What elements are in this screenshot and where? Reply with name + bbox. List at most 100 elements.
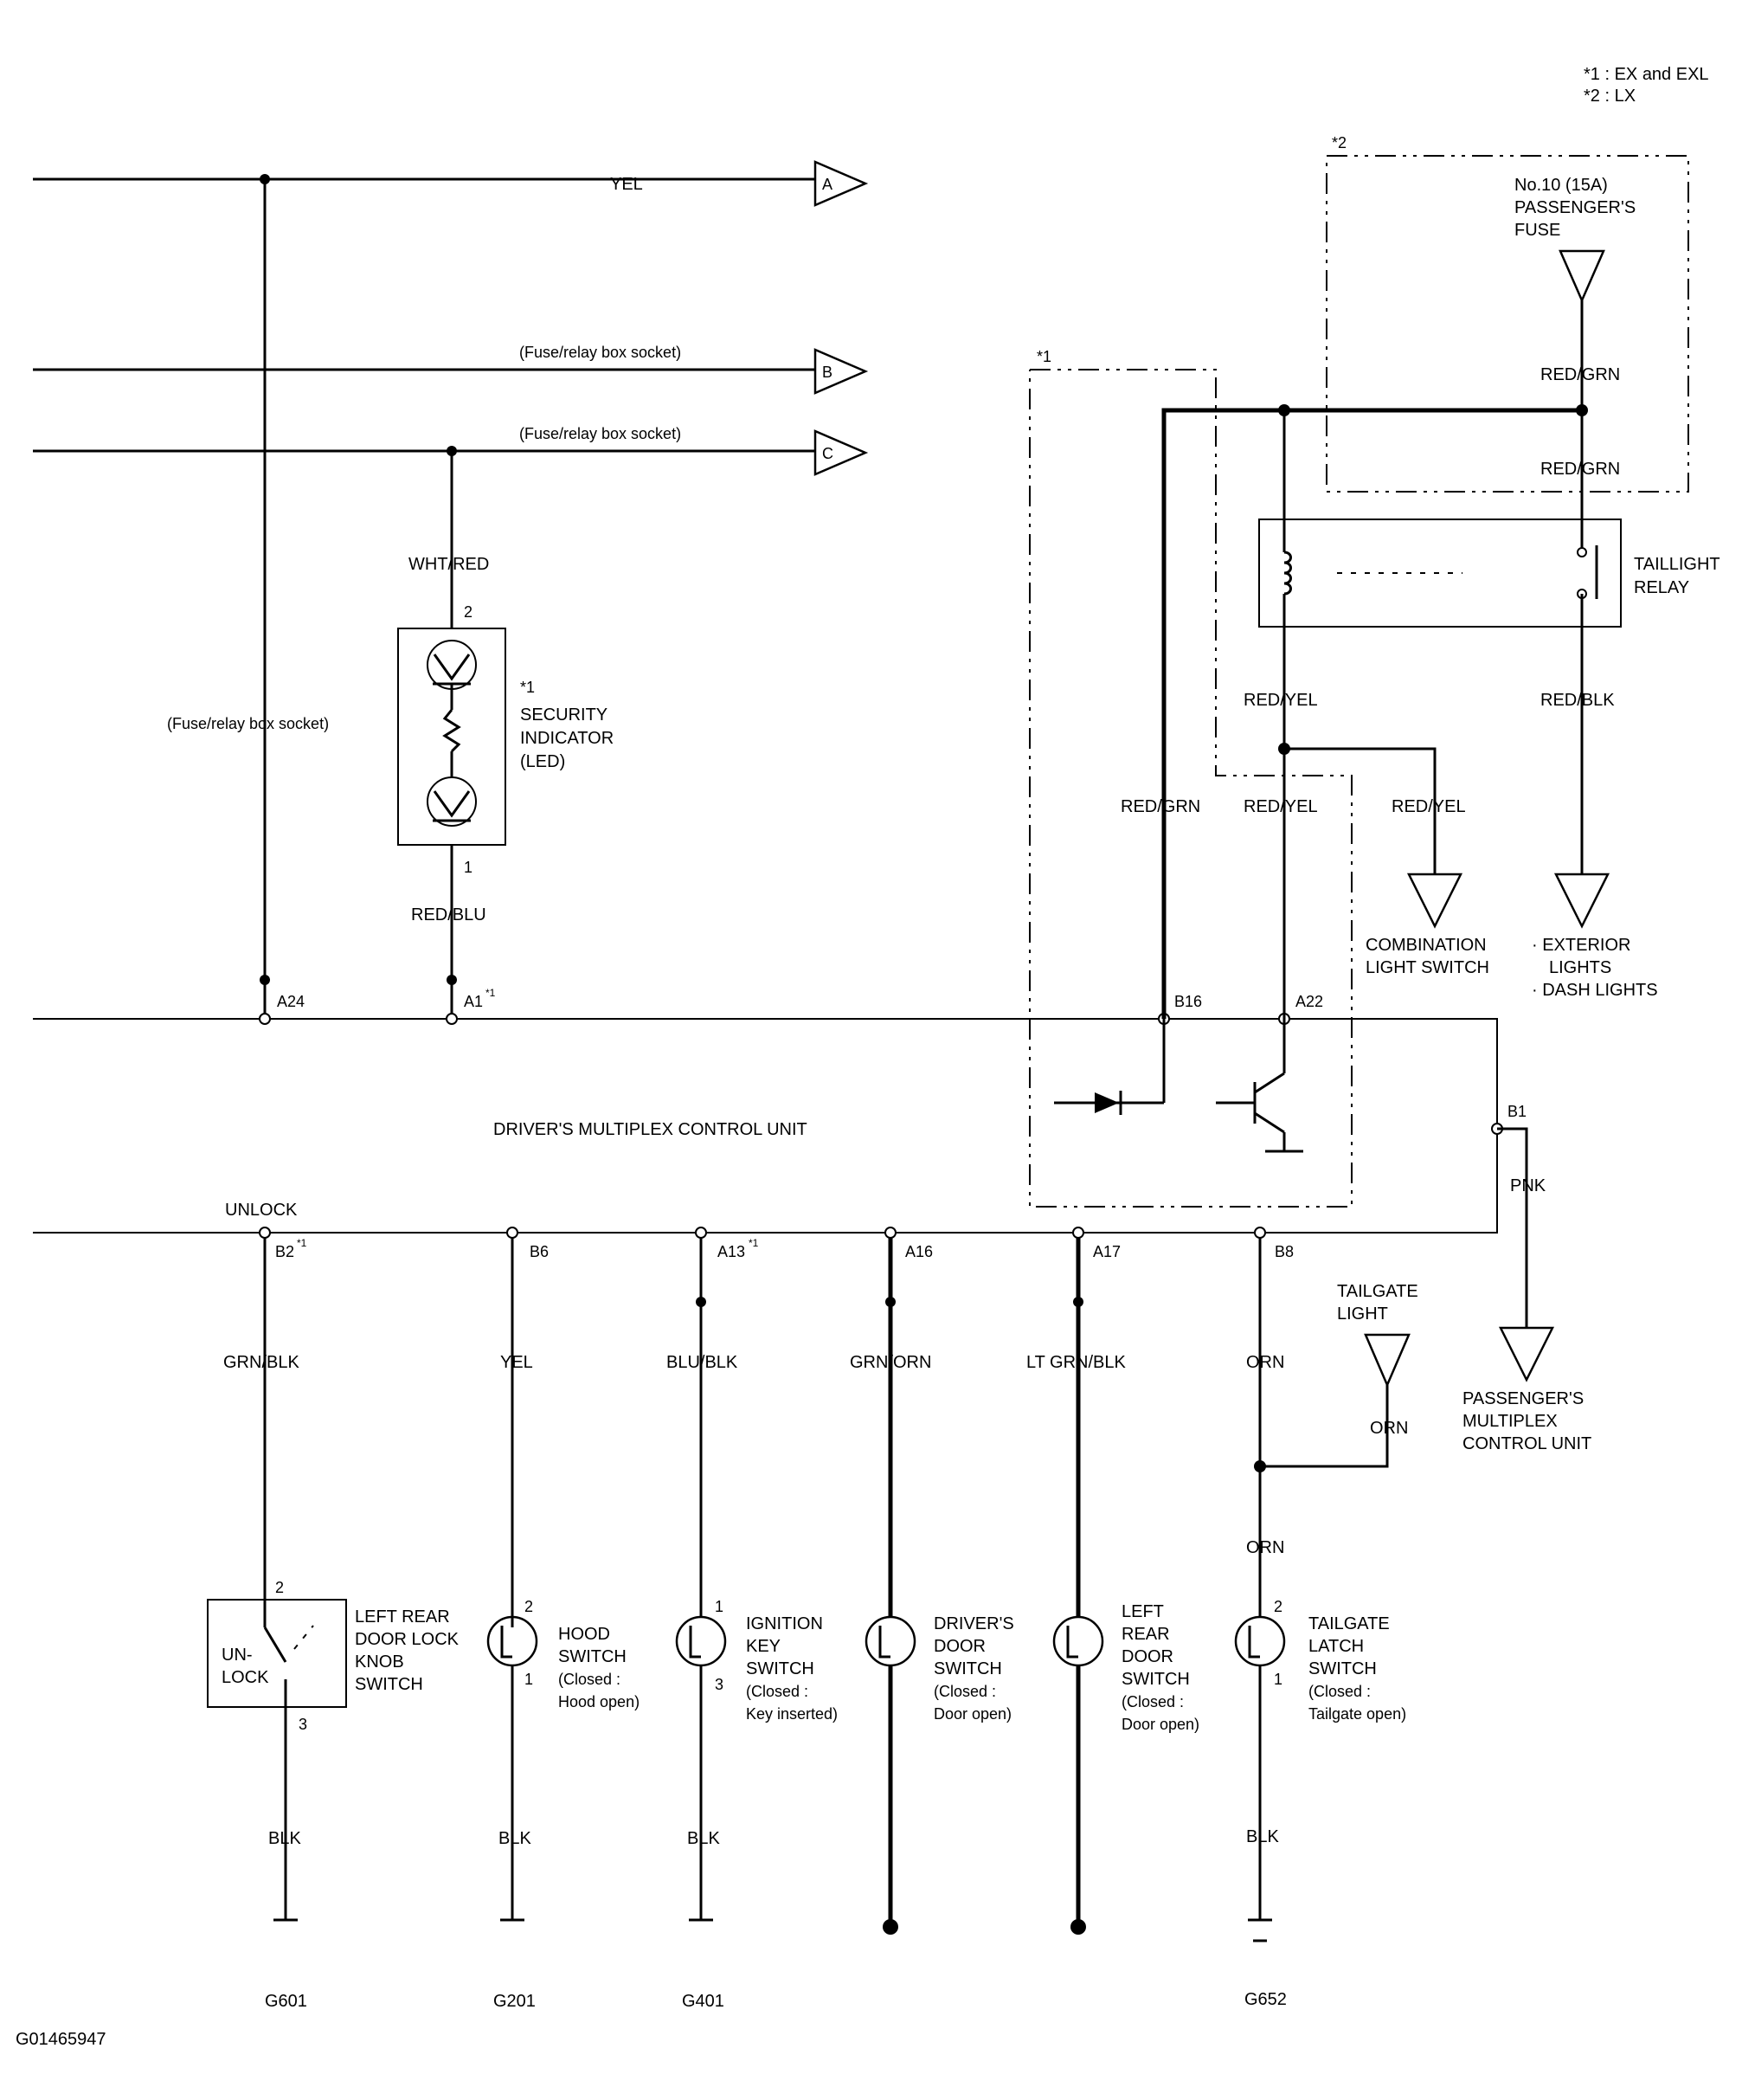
drivers-door-label-5: Door open) bbox=[934, 1705, 1012, 1723]
exterior-label-3: · DASH LIGHTS bbox=[1532, 981, 1658, 1000]
security-indicator-led bbox=[397, 628, 506, 846]
wire-label-fuse-socket-c: (Fuse/relay box socket) bbox=[519, 425, 681, 442]
tailgate-latch-label-1: TAILGATE bbox=[1308, 1614, 1390, 1633]
junction-yel bbox=[260, 174, 270, 184]
left-rear-door-label-3: DOOR bbox=[1122, 1647, 1173, 1666]
wire-label-orn-switch: ORN bbox=[1246, 1538, 1284, 1557]
lock-knob-pin-2: 2 bbox=[275, 1579, 284, 1596]
pin-a13 bbox=[695, 1227, 707, 1239]
junction-bus-fuse bbox=[1576, 404, 1588, 416]
wire-label-yel-top: YEL bbox=[610, 175, 643, 194]
ignition-label-4: (Closed : bbox=[746, 1683, 808, 1700]
pin-label-b8: B8 bbox=[1275, 1243, 1294, 1260]
passenger-unit-arrow bbox=[1498, 1326, 1555, 1382]
wire-red-grn-bus bbox=[1161, 408, 1582, 1019]
drivers-door-label-4: (Closed : bbox=[934, 1683, 996, 1700]
wire-orn-tailgate bbox=[1260, 1385, 1389, 1468]
pin-label-b1: B1 bbox=[1507, 1103, 1527, 1120]
lock-knob-switch bbox=[207, 1599, 347, 1920]
junction-bus-coil bbox=[1278, 404, 1290, 416]
wire-label-yel: YEL bbox=[500, 1353, 533, 1372]
pin-b8 bbox=[1254, 1227, 1266, 1239]
pin-label-a22: A22 bbox=[1295, 993, 1323, 1010]
lock-knob-inner-1: UN- bbox=[222, 1646, 253, 1665]
hood-switch bbox=[486, 1615, 538, 1920]
wire-label-lt-grn-blk: LT GRN/BLK bbox=[1026, 1353, 1127, 1372]
hood-label-2: SWITCH bbox=[558, 1647, 627, 1666]
hood-label-4: Hood open) bbox=[558, 1693, 640, 1710]
connector-b: B bbox=[813, 348, 869, 395]
fuse-label-2: PASSENGER'S bbox=[1514, 198, 1636, 217]
hood-label-3: (Closed : bbox=[558, 1671, 620, 1688]
junction-a13 bbox=[696, 1297, 706, 1307]
region-mark-2: *2 bbox=[1332, 134, 1347, 151]
wire-label-red-yel-a22: RED/YEL bbox=[1244, 797, 1318, 816]
tailgate-latch-label-4: (Closed : bbox=[1308, 1683, 1371, 1700]
combination-label-1: COMBINATION bbox=[1366, 936, 1487, 955]
wire-label-orn-b8: ORN bbox=[1246, 1353, 1284, 1372]
left-rear-door-label-5: (Closed : bbox=[1122, 1693, 1184, 1710]
pin-sup-a1: *1 bbox=[485, 987, 496, 999]
pin-a24 bbox=[259, 1013, 271, 1025]
relay-label-2: RELAY bbox=[1634, 578, 1689, 597]
connector-c: C bbox=[813, 429, 869, 476]
wire-label-orn-tailgate: ORN bbox=[1370, 1419, 1408, 1438]
hood-label-1: HOOD bbox=[558, 1625, 610, 1644]
note-lx: *2 : LX bbox=[1584, 87, 1636, 106]
tailgate-latch-label-3: SWITCH bbox=[1308, 1659, 1377, 1678]
pin-label-a24: A24 bbox=[277, 993, 305, 1010]
wire-pnk bbox=[1497, 1127, 1528, 1328]
wire-label-blk-g401: BLK bbox=[687, 1829, 720, 1848]
pin-a16 bbox=[884, 1227, 897, 1239]
connector-a: A bbox=[813, 160, 869, 207]
wire-label-fuse-socket-b: (Fuse/relay box socket) bbox=[519, 344, 681, 361]
junction-a24 bbox=[260, 975, 270, 985]
ignition-pin-1: 1 bbox=[715, 1598, 723, 1615]
drivers-door-label-1: DRIVER'S bbox=[934, 1614, 1014, 1633]
pin-label-b6: B6 bbox=[530, 1243, 549, 1260]
security-mark: *1 bbox=[520, 679, 535, 696]
wire-label-red-blk: RED/BLK bbox=[1540, 691, 1615, 710]
ignition-label-2: KEY bbox=[746, 1637, 781, 1656]
combination-label-2: LIGHT SWITCH bbox=[1366, 958, 1489, 977]
region-mark-1: *1 bbox=[1037, 348, 1051, 365]
passenger-unit-label-2: MULTIPLEX bbox=[1462, 1412, 1558, 1431]
wire-label-red-yel-relay: RED/YEL bbox=[1244, 691, 1318, 710]
ignition-label-3: SWITCH bbox=[746, 1659, 814, 1678]
ground-label-g652: G652 bbox=[1244, 1990, 1287, 2009]
ignition-label-5: Key inserted) bbox=[746, 1705, 838, 1723]
drivers-door-label-2: DOOR bbox=[934, 1637, 986, 1656]
left-rear-door-label-6: Door open) bbox=[1122, 1716, 1199, 1733]
ground-label-g401: G401 bbox=[682, 1992, 724, 2011]
tailgate-light-label-1: TAILGATE bbox=[1337, 1282, 1418, 1301]
pin-label-a17: A17 bbox=[1093, 1243, 1121, 1260]
security-label-1: SECURITY bbox=[520, 705, 607, 725]
pin-label-a16: A16 bbox=[905, 1243, 933, 1260]
junction-a17 bbox=[1073, 1297, 1083, 1307]
tailgate-latch-switch bbox=[1234, 1615, 1286, 1920]
wire-label-fuse-socket-left: (Fuse/relay box socket) bbox=[167, 715, 329, 732]
wire-label-blk-g201: BLK bbox=[498, 1829, 531, 1848]
svg-text:C: C bbox=[822, 445, 833, 462]
region-ex-exl bbox=[1029, 369, 1353, 1208]
junction-wht-red bbox=[447, 446, 457, 456]
svg-text:B: B bbox=[822, 364, 832, 381]
tailgate-latch-label-5: Tailgate open) bbox=[1308, 1705, 1406, 1723]
combination-switch-arrow bbox=[1406, 873, 1463, 929]
lock-knob-label-3: KNOB bbox=[355, 1652, 404, 1672]
hood-pin-1: 1 bbox=[524, 1671, 533, 1688]
tailgate-latch-label-2: LATCH bbox=[1308, 1637, 1364, 1656]
pin-label-b16: B16 bbox=[1174, 993, 1202, 1010]
transistor-symbol bbox=[1216, 1019, 1303, 1153]
fuse-label-3: FUSE bbox=[1514, 221, 1560, 240]
wire-label-red-grn-relay: RED/GRN bbox=[1540, 460, 1620, 479]
lock-knob-label-1: LEFT REAR bbox=[355, 1607, 450, 1627]
pin-label-a1: A1 bbox=[464, 993, 483, 1010]
hood-pin-2: 2 bbox=[524, 1598, 533, 1615]
diode-symbol bbox=[1054, 1019, 1166, 1115]
pin-sup-a13: *1 bbox=[749, 1237, 759, 1249]
drivers-door-switch bbox=[865, 1615, 916, 1927]
unlock-label: UNLOCK bbox=[225, 1201, 298, 1220]
ignition-key-switch bbox=[675, 1615, 727, 1920]
